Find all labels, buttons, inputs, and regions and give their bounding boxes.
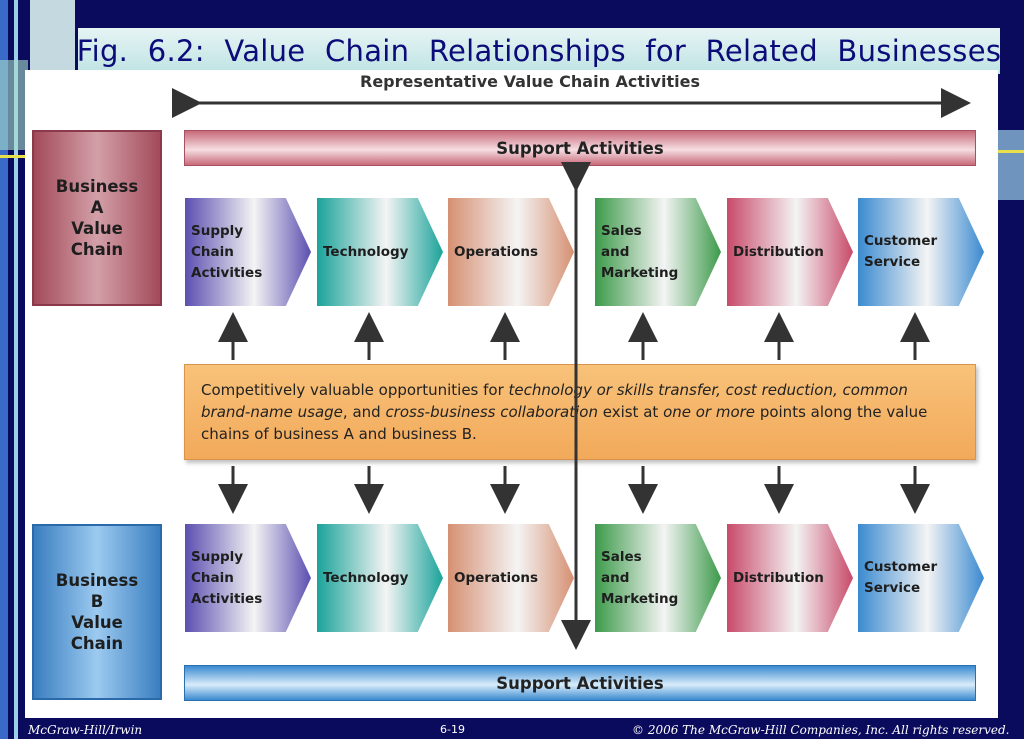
business-b-line2: B [90,592,104,611]
business-a-line1: Business [55,177,139,196]
slide-title: Fig. 6.2: Value Chain Relationships for … [77,28,1001,74]
business-b-distribution-shape [727,524,853,632]
decorative-line [998,150,1024,153]
business-a-supply-chain-label-line: Chain [191,243,234,260]
business-b-technology-shape [317,524,443,632]
business-a-supply-chain-label-line: Supply [191,222,244,239]
business-a-line4: Chain [70,240,124,259]
business-a-distribution-label: Distribution [733,198,845,306]
business-b-operations-label-line: Operations [454,569,539,586]
business-b-sales-marketing-label-line: Marketing [601,590,679,607]
business-b-line1: Business [55,571,139,590]
representative-activities-label: Representative Value Chain Activities [360,72,700,91]
business-a-technology-label: Technology [323,198,435,306]
business-b-supply-chain-label-line: Supply [191,548,244,565]
decorative-stripe [0,0,8,739]
footer-publisher: McGraw-Hill/Irwin [28,723,143,737]
decorative-block [0,60,28,150]
support-activities-bar-b: Support Activities [184,665,976,701]
business-b-box: Business B Value Chain [32,524,162,700]
support-activities-label-a: Support Activities [496,138,664,158]
business-a-sales-marketing-label-line: and [601,243,630,260]
business-a-distribution-label-line: Distribution [733,243,824,260]
business-a-supply-chain-shape [185,198,311,306]
business-b-technology-chevron: Technology [317,524,443,632]
footer-page-number: 6-19 [440,723,465,736]
decorative-line [0,155,30,158]
business-a-customer-service-label-line: Service [864,254,921,270]
business-a-operations-shape [448,198,574,306]
footer: McGraw-Hill/Irwin 6-19 © 2006 The McGraw… [0,720,1024,739]
opportunities-text-1: Competitively valuable opportunities for [201,381,509,399]
business-a-box: Business A Value Chain [32,130,162,306]
business-a-line2: A [90,198,104,217]
business-b-distribution-chevron: Distribution [727,524,853,632]
support-activities-label-b: Support Activities [496,673,664,693]
business-b-supply-chain-label-line: Chain [191,569,234,586]
business-a-operations-chevron: Operations [448,198,574,306]
opportunities-text-5: exist at [597,403,664,421]
business-b-sales-marketing-label-line: Sales [601,548,642,565]
business-b-customer-service-label-line: Service [864,580,921,596]
opportunities-text-6: one or more [663,403,756,421]
business-a-sales-marketing-label-line: Marketing [601,264,679,281]
business-b-customer-service-shape [858,524,984,632]
business-a-technology-shape [317,198,443,306]
business-b-supply-chain-shape [185,524,311,632]
business-b-line3: Value [71,613,123,632]
decorative-block [998,130,1024,200]
business-a-operations-label-line: Operations [454,243,539,260]
business-b-sales-marketing-label-line: and [601,569,630,586]
decorative-stripe [14,0,18,739]
business-a-distribution-chevron: Distribution [727,198,853,306]
business-b-operations-chevron: Operations [448,524,574,632]
footer-copyright: © 2006 The McGraw-Hill Companies, Inc. A… [632,723,1010,737]
business-a-technology-chevron: Technology [317,198,443,306]
business-a-technology-label-line: Technology [323,243,409,260]
business-b-operations-label: Operations [454,524,566,632]
business-b-technology-label-line: Technology [323,569,409,586]
business-a-distribution-shape [727,198,853,306]
business-a-customer-service-label-line: Customer [864,233,938,249]
decorative-block [30,0,75,70]
business-b-distribution-label-line: Distribution [733,569,824,586]
opportunities-text-7: points along the value chains of busines… [201,403,928,443]
business-b-sales-marketing-shape [595,524,721,632]
business-b-customer-service-label-line: Customer [864,559,938,575]
business-b-technology-label: Technology [323,524,435,632]
business-a-sales-marketing-label-line: Sales [601,222,642,239]
business-a-line3: Value [71,219,123,238]
business-a-customer-service-shape [858,198,984,306]
business-a-supply-chain-label-line: Activities [191,264,263,281]
business-b-operations-shape [448,524,574,632]
business-b-supply-chain-label-line: Activities [191,590,263,607]
business-b-distribution-label: Distribution [733,524,845,632]
opportunities-text-2: technology or skills transfer, cost redu… [201,381,908,421]
business-a-operations-label: Operations [454,198,566,306]
business-a-sales-marketing-shape [595,198,721,306]
opportunities-text-4: cross-business collaboration [385,403,598,421]
business-b-line4: Chain [70,634,124,653]
opportunities-text-3: , and [342,403,386,421]
